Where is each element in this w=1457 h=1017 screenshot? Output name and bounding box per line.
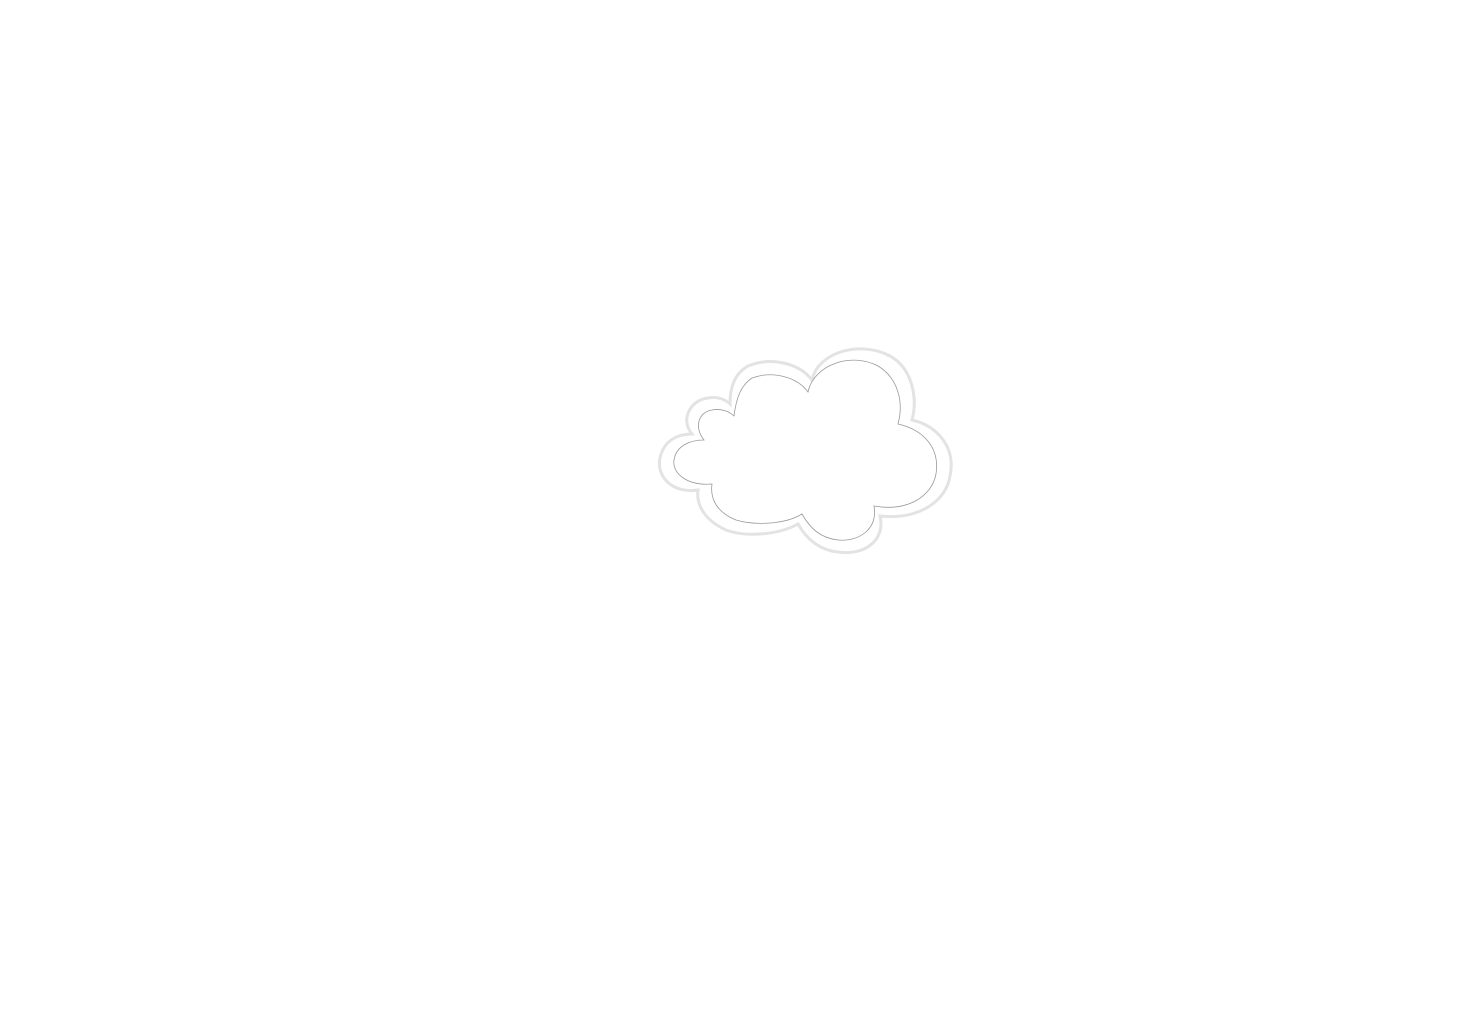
cloud-outer-outline [657,347,953,555]
cloud-inner-outline [673,359,938,541]
